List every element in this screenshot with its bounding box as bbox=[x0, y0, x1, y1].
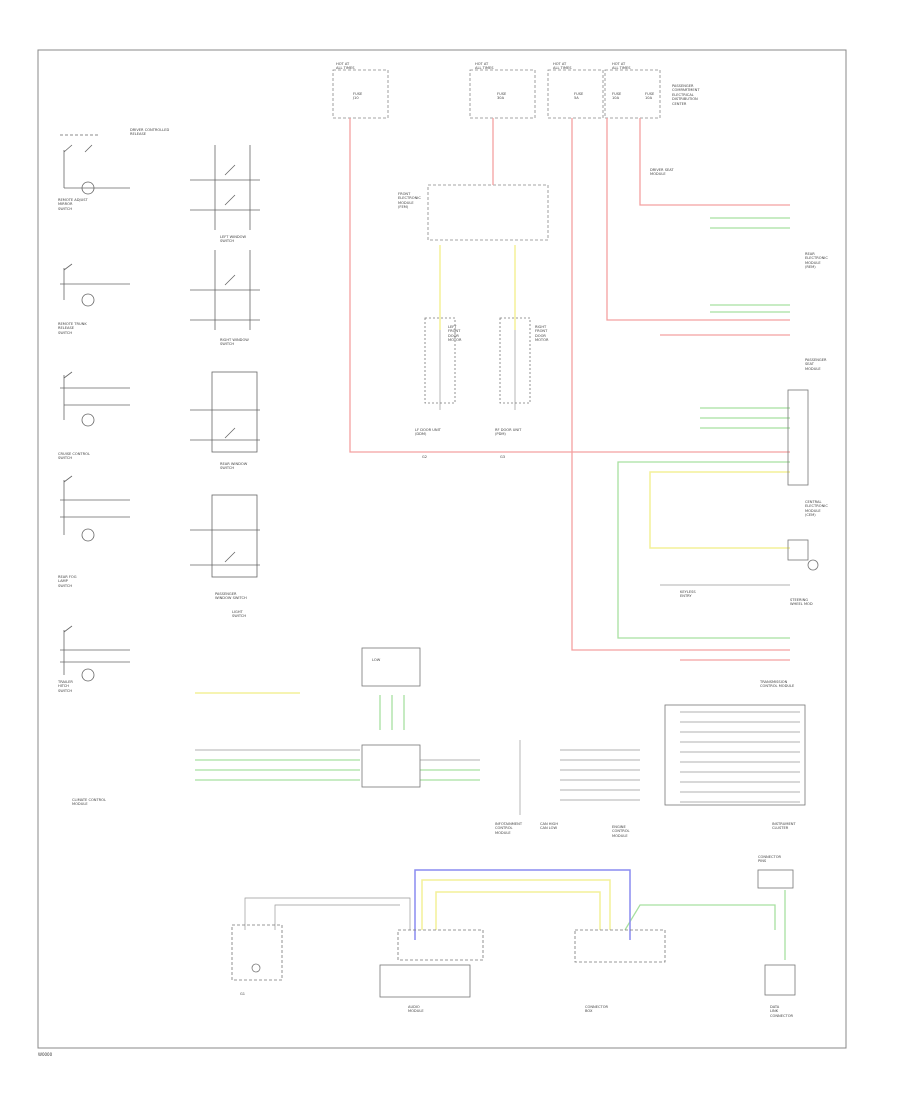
tcm-label: TRANSMISSION CONTROL MODULE bbox=[760, 680, 795, 689]
right-mid-module-label: PASSENGER SEAT MODULE bbox=[805, 358, 827, 371]
power-distribution-label: PASSENGER COMPARTMENT ELECTRICAL DISTRIB… bbox=[672, 84, 700, 106]
connector-pins-label: CONNECTOR PINS bbox=[758, 855, 782, 864]
mid-switch-b-label: RIGHT WINDOW SWITCH bbox=[220, 338, 249, 347]
switch-a-label: REMOTE ADJUST MIRROR SWITCH bbox=[58, 198, 88, 211]
grey-wires bbox=[195, 330, 800, 930]
left-motor-label: LEFT FRONT DOOR MOTOR bbox=[448, 325, 462, 343]
fuse-5: FUSE 10A bbox=[645, 92, 655, 101]
central-fuse-box-label: FRONT ELECTRONIC MODULE (FEM) bbox=[398, 192, 421, 210]
hot-at-all-times-1: HOT AT ALL TIMES bbox=[336, 62, 355, 71]
steering-module-label: STEERING WHEEL MOD bbox=[790, 598, 813, 607]
right-top-module-label: REAR ELECTRONIC MODULE (REM) bbox=[805, 252, 828, 270]
audio-module-label: AUDIO MODULE bbox=[408, 1005, 424, 1014]
climate-control-label: CLIMATE CONTROL MODULE bbox=[72, 798, 107, 807]
fuse-3: FUSE 5A bbox=[574, 92, 584, 101]
switch-d-label: REAR FOG LAMP SWITCH bbox=[58, 575, 77, 588]
mid-switch-c-label: REAR WINDOW SWITCH bbox=[220, 462, 248, 471]
engine-control-label: ENGINE CONTROL MODULE bbox=[612, 825, 630, 838]
component-boxes bbox=[231, 317, 819, 998]
bottom-module-label: LOW bbox=[372, 658, 381, 662]
connector-box-label: CONNECTOR BOX bbox=[585, 1005, 609, 1014]
mid-switch-d2-label: LIGHT SWITCH bbox=[232, 610, 247, 619]
hot-at-all-times-4: HOT AT ALL TIMES bbox=[612, 62, 631, 71]
blue-wires bbox=[414, 869, 631, 940]
top-fuses bbox=[332, 69, 661, 241]
red-wires bbox=[349, 118, 790, 661]
hot-at-all-times-3: HOT AT ALL TIMES bbox=[553, 62, 572, 71]
bus-note: CAN HIGH CAN LOW bbox=[540, 822, 559, 831]
right-top-module-2-label: DRIVER SEAT MODULE bbox=[650, 168, 674, 177]
diagram-border bbox=[37, 49, 847, 1049]
lower-right-label: INSTRUMENT CLUSTER bbox=[772, 822, 796, 831]
switch-e-label: TRAILER HITCH SWITCH bbox=[58, 680, 73, 693]
right-motor-label: RIGHT FRONT DOOR MOTOR bbox=[535, 325, 549, 343]
switch-b-label: REMOTE TRUNK RELEASE SWITCH bbox=[58, 322, 87, 335]
right-door-module-label: RF DOOR UNIT (PDM) bbox=[495, 428, 522, 437]
green-wires bbox=[195, 217, 790, 960]
left-switch-column bbox=[60, 134, 130, 682]
left-switch-header: DRIVER CONTROLLED RELEASE bbox=[130, 128, 170, 137]
data-link-connector-label: DATA LINK CONNECTOR bbox=[770, 1005, 794, 1018]
right-mid-module-2-label: CENTRAL ELECTRONIC MODULE (CEM) bbox=[805, 500, 828, 518]
mid-switch-a-label: LEFT WINDOW SWITCH bbox=[220, 235, 247, 244]
keypad-label: KEYLESS ENTRY bbox=[680, 590, 696, 599]
switch-c-label: CRUISE CONTROL SWITCH bbox=[58, 452, 90, 461]
fuse-2: FUSE 30A bbox=[497, 92, 507, 101]
mid-switch-d-label: PASSENGER WINDOW SWITCH bbox=[215, 592, 247, 601]
fuse-1: FUSE J10 bbox=[353, 92, 363, 101]
page-code: W0000 bbox=[38, 1052, 53, 1057]
ground-1: G1 bbox=[240, 992, 246, 996]
mid-switch-column bbox=[190, 145, 260, 578]
fuse-4: FUSE 10A bbox=[612, 92, 622, 101]
ground-3: G3 bbox=[500, 455, 506, 459]
left-door-module-label: LF DOOR UNIT (DDM) bbox=[415, 428, 441, 437]
yellow-wires bbox=[195, 245, 790, 930]
infotainment-label: INFOTAINMENT CONTROL MODULE bbox=[495, 822, 523, 835]
hot-at-all-times-2: HOT AT ALL TIMES bbox=[475, 62, 494, 71]
ground-2: G2 bbox=[422, 455, 428, 459]
